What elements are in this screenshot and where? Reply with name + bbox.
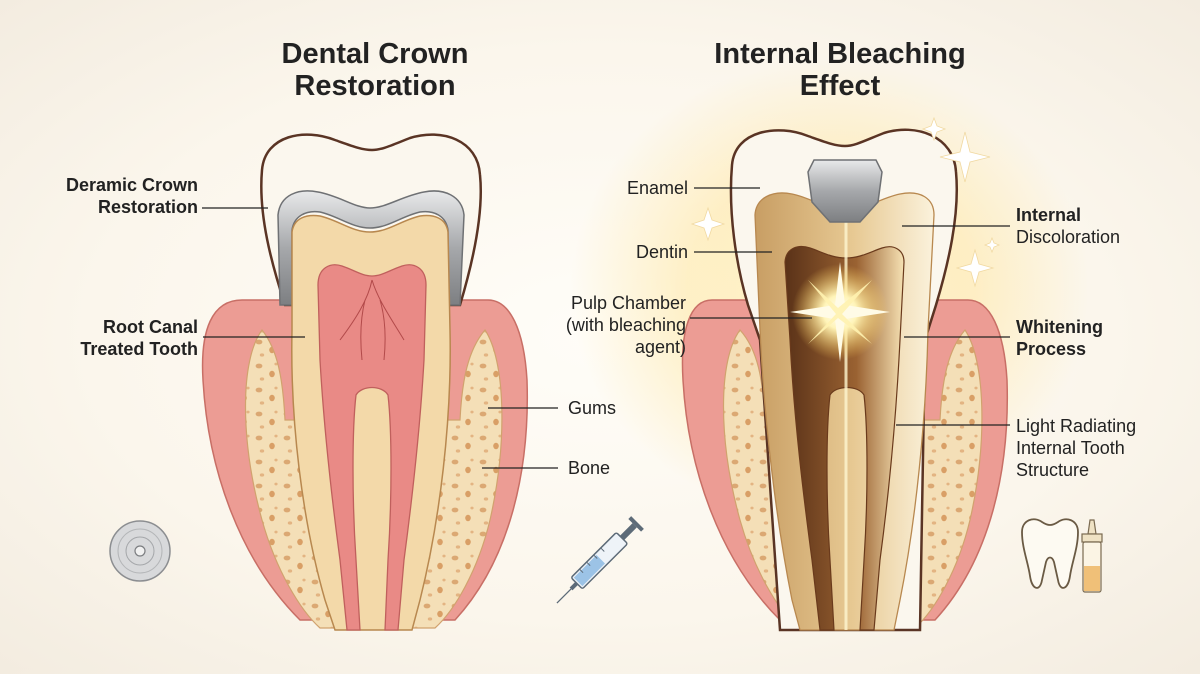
label-pulp-line-2: (with bleaching xyxy=(565,315,686,335)
label-pulp-chamber: Pulp Chamber (with bleaching agent) xyxy=(520,292,686,358)
label-bone: Bone xyxy=(568,458,611,478)
right-filling xyxy=(807,159,883,223)
label-light-radiating: Light Radiating Internal Tooth Structure xyxy=(1016,415,1136,481)
right-title-line-2: Effect xyxy=(799,70,881,102)
syringe-icon xyxy=(556,516,644,604)
label-light-line-2: Internal Tooth xyxy=(1016,438,1125,458)
bleach-starburst xyxy=(790,262,890,362)
left-title-line-2: Restoration xyxy=(294,70,456,102)
left-title-line-1: Dental Crown xyxy=(281,38,469,70)
label-enamel: Enamel xyxy=(626,178,688,198)
label-gums: Gums xyxy=(568,398,617,418)
label-whitening-line-2: Process xyxy=(1016,339,1087,359)
right-title-line-1: Internal Bleaching xyxy=(714,38,966,70)
right-panel-title: Internal Bleaching Effect xyxy=(690,38,990,102)
leader-lines xyxy=(202,187,1010,469)
label-internal-discoloration: Internal Discoloration xyxy=(1016,204,1120,248)
label-ceramic-crown-line-1: Deramic Crown xyxy=(65,175,198,195)
label-whitening-line-1: Whitening xyxy=(1016,317,1103,337)
label-light-line-1: Light Radiating xyxy=(1016,416,1137,436)
disc-icon xyxy=(109,520,171,582)
tooth-icon xyxy=(1021,518,1079,589)
left-pulp xyxy=(317,264,427,631)
label-dentin: Dentin xyxy=(635,242,688,262)
label-whitening-process: Whitening Process xyxy=(1016,316,1103,360)
label-root-canal-line-1: Root Canal xyxy=(102,317,198,337)
left-nerve-lines xyxy=(339,279,405,361)
label-root-canal-line-2: Treated Tooth xyxy=(80,339,198,359)
sparkle-icons xyxy=(690,116,1001,288)
label-internal-line-2: Discoloration xyxy=(1016,227,1121,247)
label-ceramic-crown: Deramic Crown Restoration xyxy=(30,174,198,218)
left-panel-title: Dental Crown Restoration xyxy=(225,38,525,102)
label-ceramic-crown-line-2: Restoration xyxy=(97,197,198,217)
left-tooth-illustration xyxy=(201,133,529,631)
label-root-canal: Root Canal Treated Tooth xyxy=(30,316,198,360)
right-tooth-illustration xyxy=(570,60,1090,632)
label-internal-line-1: Internal xyxy=(1016,205,1082,225)
label-pulp-line-1: Pulp Chamber xyxy=(570,293,686,313)
label-pulp-line-3: agent) xyxy=(634,337,686,357)
label-light-line-3: Structure xyxy=(1016,460,1090,480)
bleach-vial-icon xyxy=(1081,519,1103,593)
